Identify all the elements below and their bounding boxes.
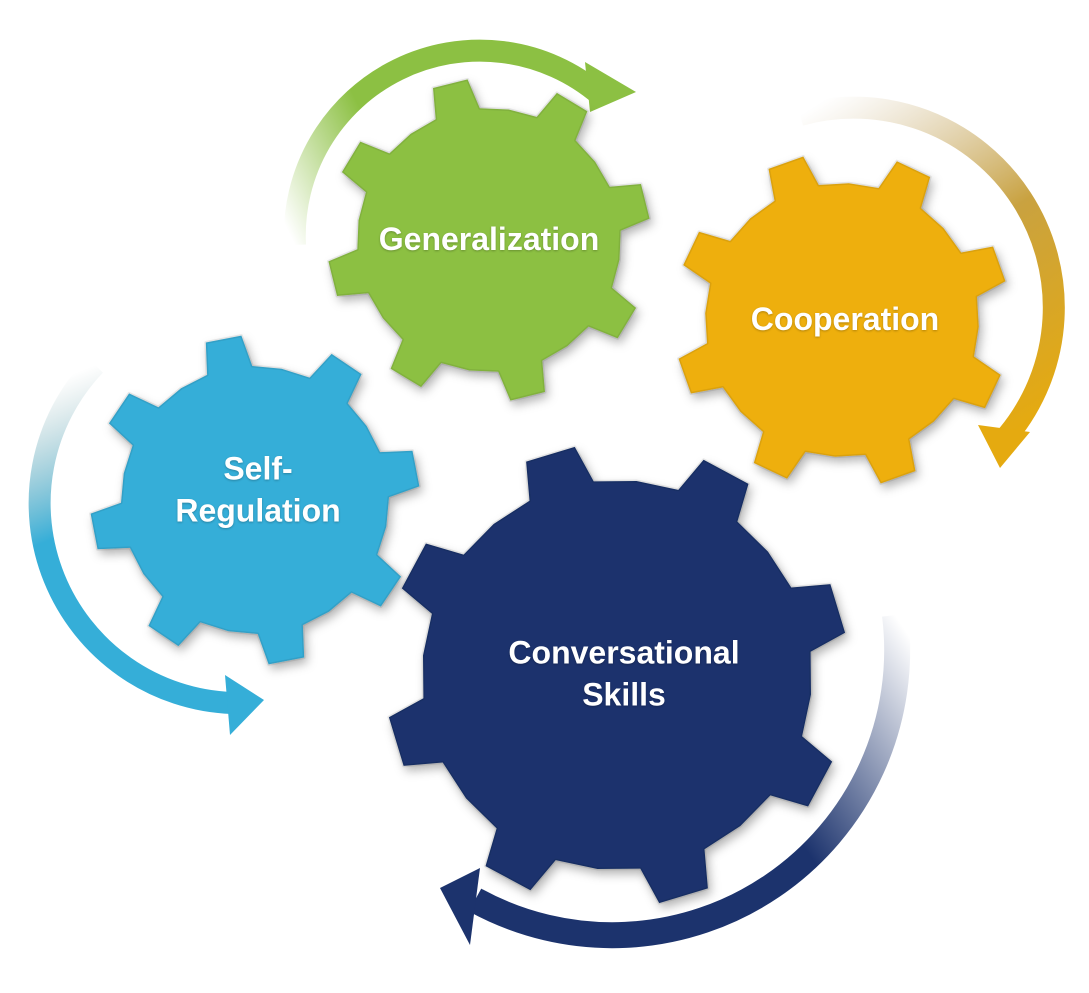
gear-cooperation: [677, 155, 1007, 485]
arrow-generalization: [283, 39, 636, 246]
arrow-conversational-skills: [440, 613, 911, 949]
arrow-cooperation: [797, 96, 1065, 468]
gear-generalization: [326, 77, 652, 403]
label-cooperation: Cooperation: [750, 301, 940, 338]
gear-conversational-skills: [387, 445, 847, 905]
label-generalization: Generalization: [378, 221, 600, 258]
label-line: Skills: [582, 676, 666, 712]
label-line: Self-: [223, 450, 293, 487]
label-self-regulation: Self- Regulation: [175, 448, 340, 531]
label-line: Conversational: [508, 634, 740, 671]
arrow-self-regulation: [28, 357, 264, 735]
label-conversational-skills: Conversational Skills: [508, 632, 739, 715]
label-line: Regulation: [175, 492, 341, 528]
gear-self-regulation: [89, 334, 421, 666]
